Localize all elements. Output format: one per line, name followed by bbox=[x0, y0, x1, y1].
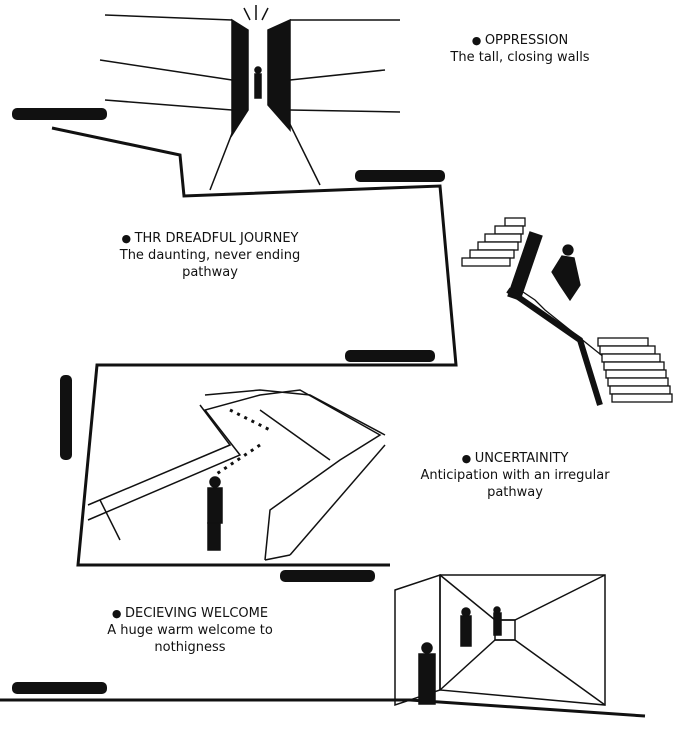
welcome-room-sketch bbox=[394, 573, 606, 707]
caption-text: Anticipation with an irregular pathway bbox=[420, 468, 610, 500]
caption-oppression: OPPRESSION The tall, closing walls bbox=[405, 32, 635, 66]
caption-title: UNCERTAINITY bbox=[400, 450, 630, 467]
caption-dreadful-journey: THR DREADFUL JOURNEY The daunting, never… bbox=[95, 230, 325, 281]
oppression-corridor-sketch bbox=[99, 5, 401, 191]
caption-text: The tall, closing walls bbox=[450, 50, 590, 65]
caption-decieving-welcome: DECIEVING WELCOME A huge warm welcome to… bbox=[85, 605, 295, 656]
caption-text: The daunting, never ending pathway bbox=[119, 248, 301, 280]
caption-text: A huge warm welcome to nothigness bbox=[107, 623, 273, 655]
caption-title: THR DREADFUL JOURNEY bbox=[95, 230, 325, 247]
staircase-sketch bbox=[461, 217, 673, 406]
caption-title: DECIEVING WELCOME bbox=[85, 605, 295, 622]
crowd-boat-icons bbox=[12, 108, 445, 694]
caption-title: OPPRESSION bbox=[405, 32, 635, 49]
uncertainty-walls-sketch bbox=[87, 389, 386, 561]
caption-uncertainity: UNCERTAINITY Anticipation with an irregu… bbox=[400, 450, 630, 501]
